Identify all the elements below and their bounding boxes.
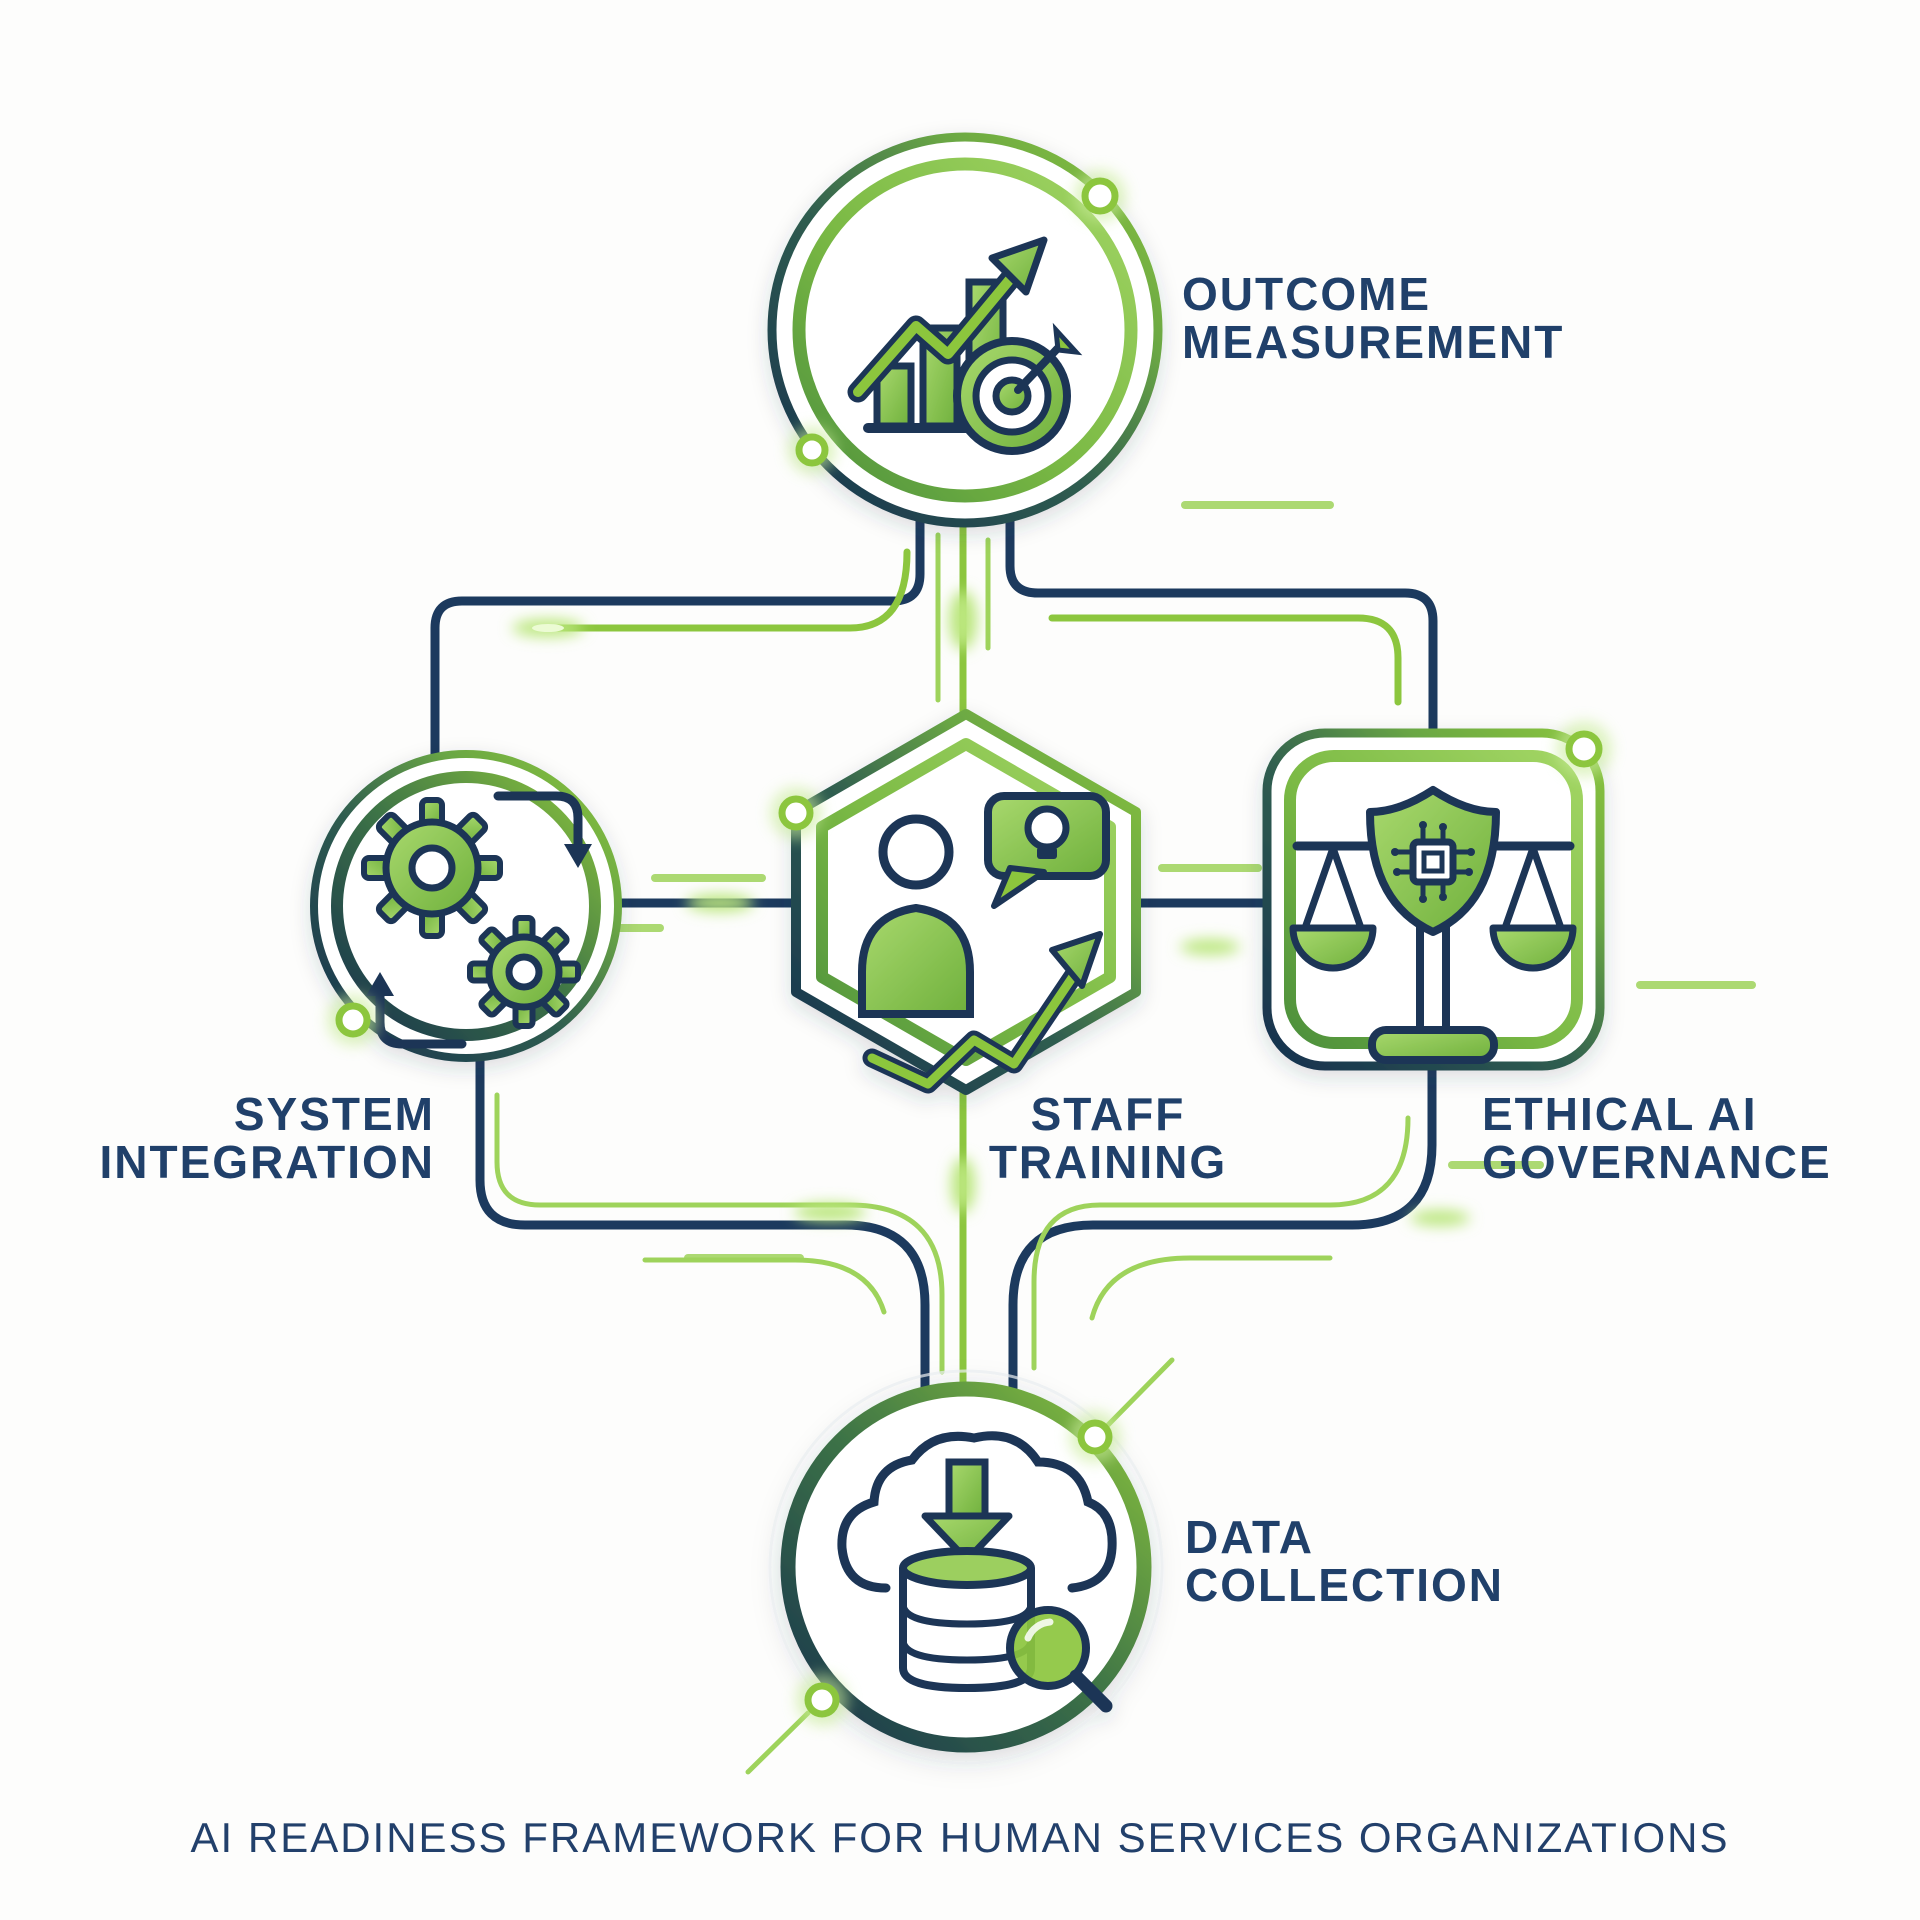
ring-data-circle-sw [796,1674,848,1726]
ring-square-ne [1556,721,1612,777]
sync-arrowhead-up [366,972,394,996]
data-label-line2: COLLECTION [1185,1559,1504,1611]
sync-arrow-up [375,991,467,1049]
green-accent-bottom-left-2 [642,1257,887,1315]
person-body [858,903,974,1018]
training-arrowhead [1049,931,1103,989]
download-arrow-head [921,1512,1013,1564]
ethics-label-line1: ETHICAL AI [1482,1088,1758,1140]
ring-system-circle-sw [327,994,379,1046]
data-shadow-ring [768,1369,1164,1765]
staff-label-line1: STAFF [1031,1088,1186,1140]
system-label-line2: INTEGRATION [100,1136,435,1188]
person-head [878,814,954,890]
scale-right-hangers [1501,844,1565,932]
ethics-label-line2: GOVERNANCE [1482,1136,1832,1188]
growth-chart-target-icon [847,236,1083,455]
magnifier-icon [1006,1606,1090,1690]
node-data-collection [768,1369,1164,1765]
green-parallel-bottom-right [1031,1115,1411,1371]
node-system-integration [310,750,622,1062]
connector-rings [327,170,1612,1726]
person-idea-growth-icon [858,792,1110,1094]
download-arrow-shaft [945,1458,989,1520]
lightbulb-base [1037,847,1057,859]
speech-bubble-tail [991,865,1047,909]
outcome-label-line2: MEASUREMENT [1182,316,1564,368]
chip-trace-dots [1391,821,1475,903]
ring-top-circle-ne [1074,170,1126,222]
target-dart [1014,344,1062,394]
chip-core [1421,850,1445,874]
green-accent-bottom-right-2 [1089,1255,1333,1321]
gear-large [361,797,503,939]
magnifier-highlight [1024,1618,1054,1642]
green-parallel-bottom-left [494,1092,945,1375]
node-staff-training [791,709,1141,1095]
outcome-label-line1: OUTCOME [1182,268,1431,320]
staff-label-line2: TRAINING [989,1136,1227,1188]
sync-arrowhead-down [564,844,592,868]
diagram-title: AI READINESS FRAMEWORK FOR HUMAN SERVICE… [191,1814,1730,1861]
dart-fletch [1052,322,1083,356]
green-parallel-left [544,548,911,632]
gear-small [467,915,581,1029]
label-data-collection: DATA COLLECTION [1185,1511,1504,1611]
glow-dot [951,1157,975,1213]
connector-top-to-left [430,495,925,765]
system-label-line1: SYSTEM [234,1088,435,1140]
label-outcome-measurement: OUTCOME MEASUREMENT [1182,268,1564,368]
data-label-line1: DATA [1185,1511,1314,1563]
gears-sync-icon [361,791,592,1049]
node-ethical-ai-governance [1262,728,1605,1071]
ring-data-circle-ne [1069,1411,1121,1463]
scale-left-pan [1289,924,1377,972]
glow-dots [512,590,1470,1226]
magnifier-handle [1069,1669,1113,1713]
database-top [899,1547,1035,1589]
glow-dot [949,590,977,650]
glow-dot [794,1203,866,1221]
chip-traces [1395,825,1471,899]
lightbulb-icon [1024,805,1070,851]
green-ring-stub-upper [1105,1357,1175,1428]
cloud-database-search-icon [837,1431,1117,1713]
connector-system-to-data [475,1045,930,1435]
connector-ethics-to-data [1008,1055,1437,1435]
label-system-integration: SYSTEM INTEGRATION [100,1088,435,1188]
glow-dot [1180,939,1240,955]
chip-icon [1409,838,1457,886]
label-ethical-ai-governance: ETHICAL AI GOVERNANCE [1482,1088,1832,1188]
ring-top-circle-sw [788,426,836,474]
glow-dot [686,894,754,912]
connector-top-to-right [1005,495,1438,745]
sync-arrow-down [493,791,583,849]
scale-base [1368,1026,1498,1064]
shield-chip-scales-icon [1289,786,1577,1064]
training-arrow [867,961,1085,1089]
growth-arrowhead [988,236,1048,296]
scale-right-pan [1489,924,1577,972]
label-staff-training: STAFF TRAINING [989,1088,1227,1188]
growth-arrow [853,267,1021,397]
glow-dot-core [532,624,564,632]
node-outcome-measurement [767,132,1163,528]
green-parallel-right [1048,614,1402,706]
green-ring-stub-lower [745,1710,811,1775]
scale-left-hangers [1301,844,1365,932]
glow-dot [1410,1210,1470,1226]
connector-network [430,495,1756,1775]
ring-hexagon-left [770,787,822,839]
